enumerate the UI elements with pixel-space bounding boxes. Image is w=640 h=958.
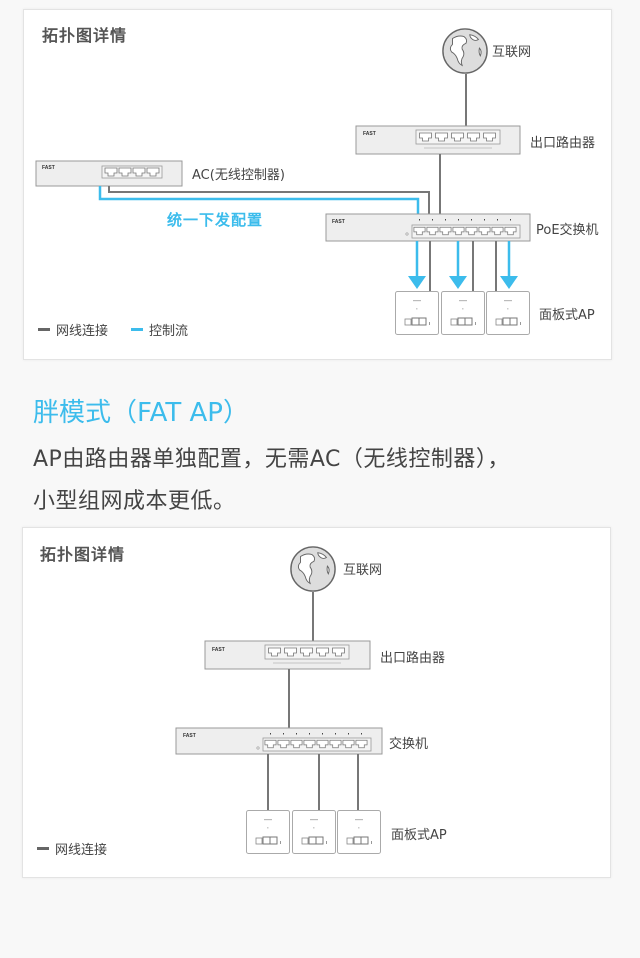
svg-text:FAST: FAST <box>183 733 196 739</box>
legend-cable: 网线连接 <box>38 320 108 339</box>
poe-switch-label: PoE交换机 <box>536 223 599 238</box>
fat-ap-title: 胖模式（FAT AP） <box>33 398 249 428</box>
control-flow-label: 统一下发配置 <box>167 211 264 229</box>
fat-ap-description-line1: AP由路由器单独配置，无需AC（无线控制器）， <box>33 447 510 472</box>
card-title: 拓扑图详情 <box>42 26 128 45</box>
legend-label: 网线连接 <box>55 843 108 858</box>
cable-legend-swatch <box>38 328 50 331</box>
cable-legend-swatch <box>37 847 49 850</box>
topology-diagram-ac: FAST FAST FAST <box>35 28 531 335</box>
legend-label: 控制流 <box>149 324 189 339</box>
svg-text:FAST: FAST <box>42 165 55 171</box>
control-flow-legend-swatch <box>131 328 143 331</box>
ap-label: 面板式AP <box>391 828 447 843</box>
switch-label: 交换机 <box>389 737 429 752</box>
legend-label: 网线连接 <box>56 324 109 339</box>
topology-card-thin-ap: 拓扑图详情 <box>23 9 612 360</box>
globe-icon <box>290 546 336 592</box>
router-label: 出口路由器 <box>530 136 596 151</box>
legend-control-flow: 控制流 <box>131 320 188 339</box>
legend-cable: 网线连接 <box>37 839 107 858</box>
ac-label: AC(无线控制器) <box>192 168 285 183</box>
internet-label: 互联网 <box>343 563 383 578</box>
fat-ap-description-line2: 小型组网成本更低。 <box>33 489 236 514</box>
svg-text:FAST: FAST <box>363 131 376 137</box>
svg-text:FAST: FAST <box>332 219 345 225</box>
card-title: 拓扑图详情 <box>40 545 126 564</box>
ap-label: 面板式AP <box>539 308 595 323</box>
topology-diagram-fat: FAST FAST <box>175 546 383 854</box>
svg-text:FAST: FAST <box>212 647 225 653</box>
router-label: 出口路由器 <box>380 651 446 666</box>
internet-label: 互联网 <box>492 45 532 60</box>
topology-card-fat-ap: 拓扑图详情 FAST FAST <box>22 527 611 878</box>
globe-icon <box>442 28 488 74</box>
